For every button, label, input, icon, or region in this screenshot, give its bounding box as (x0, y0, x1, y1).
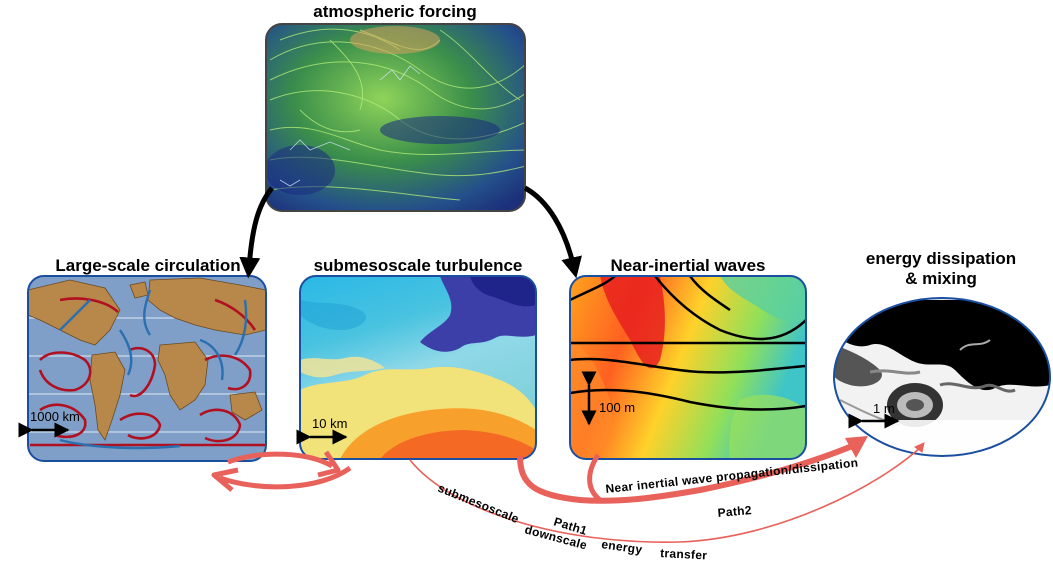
submeso-scale-label: 10 km (312, 416, 347, 431)
forcing-arrow-to-near-inertial (523, 185, 582, 279)
path2-description: Near inertial wave propagation/dissipati… (605, 456, 859, 496)
path1-arrow (409, 442, 925, 543)
path1-desc-word-1: submesoscale (436, 481, 521, 526)
near-inertial-waves-title: Near-inertial waves (611, 256, 766, 275)
atmospheric-forcing-panel: atmospheric forcing (265, 2, 526, 212)
large-scale-circulation-panel: Large-scale circulation (18, 256, 267, 462)
path2-label: Path2 (717, 503, 752, 520)
dissipation-scale-label: 1 m (873, 401, 895, 416)
energy-dissipation-title-line1: energy dissipation (866, 249, 1016, 268)
path2-arrow (517, 436, 868, 504)
niw-scale-label: 100 m (599, 400, 635, 415)
energy-dissipation-panel: energy dissipation & mixing 1 m (833, 249, 1051, 457)
submesoscale-turbulence-title: submesoscale turbulence (314, 256, 523, 275)
large-scale-circulation-title: Large-scale circulation (55, 256, 240, 275)
energy-dissipation-title-line2: & mixing (905, 269, 977, 288)
submesoscale-turbulence-panel: submesoscale turbulence 10 km (296, 256, 537, 460)
large-scale-scale-label: 1000 km (30, 409, 80, 424)
forcing-arrow-to-large-scale (239, 186, 274, 279)
inverse-cascade-arrows (211, 450, 352, 492)
path1-desc-word-3: energy (601, 537, 644, 557)
atmospheric-forcing-title: atmospheric forcing (313, 2, 476, 21)
near-inertial-waves-panel: Near-inertial waves 100 m (569, 256, 807, 460)
path1-desc-word-4: transfer (660, 546, 708, 562)
